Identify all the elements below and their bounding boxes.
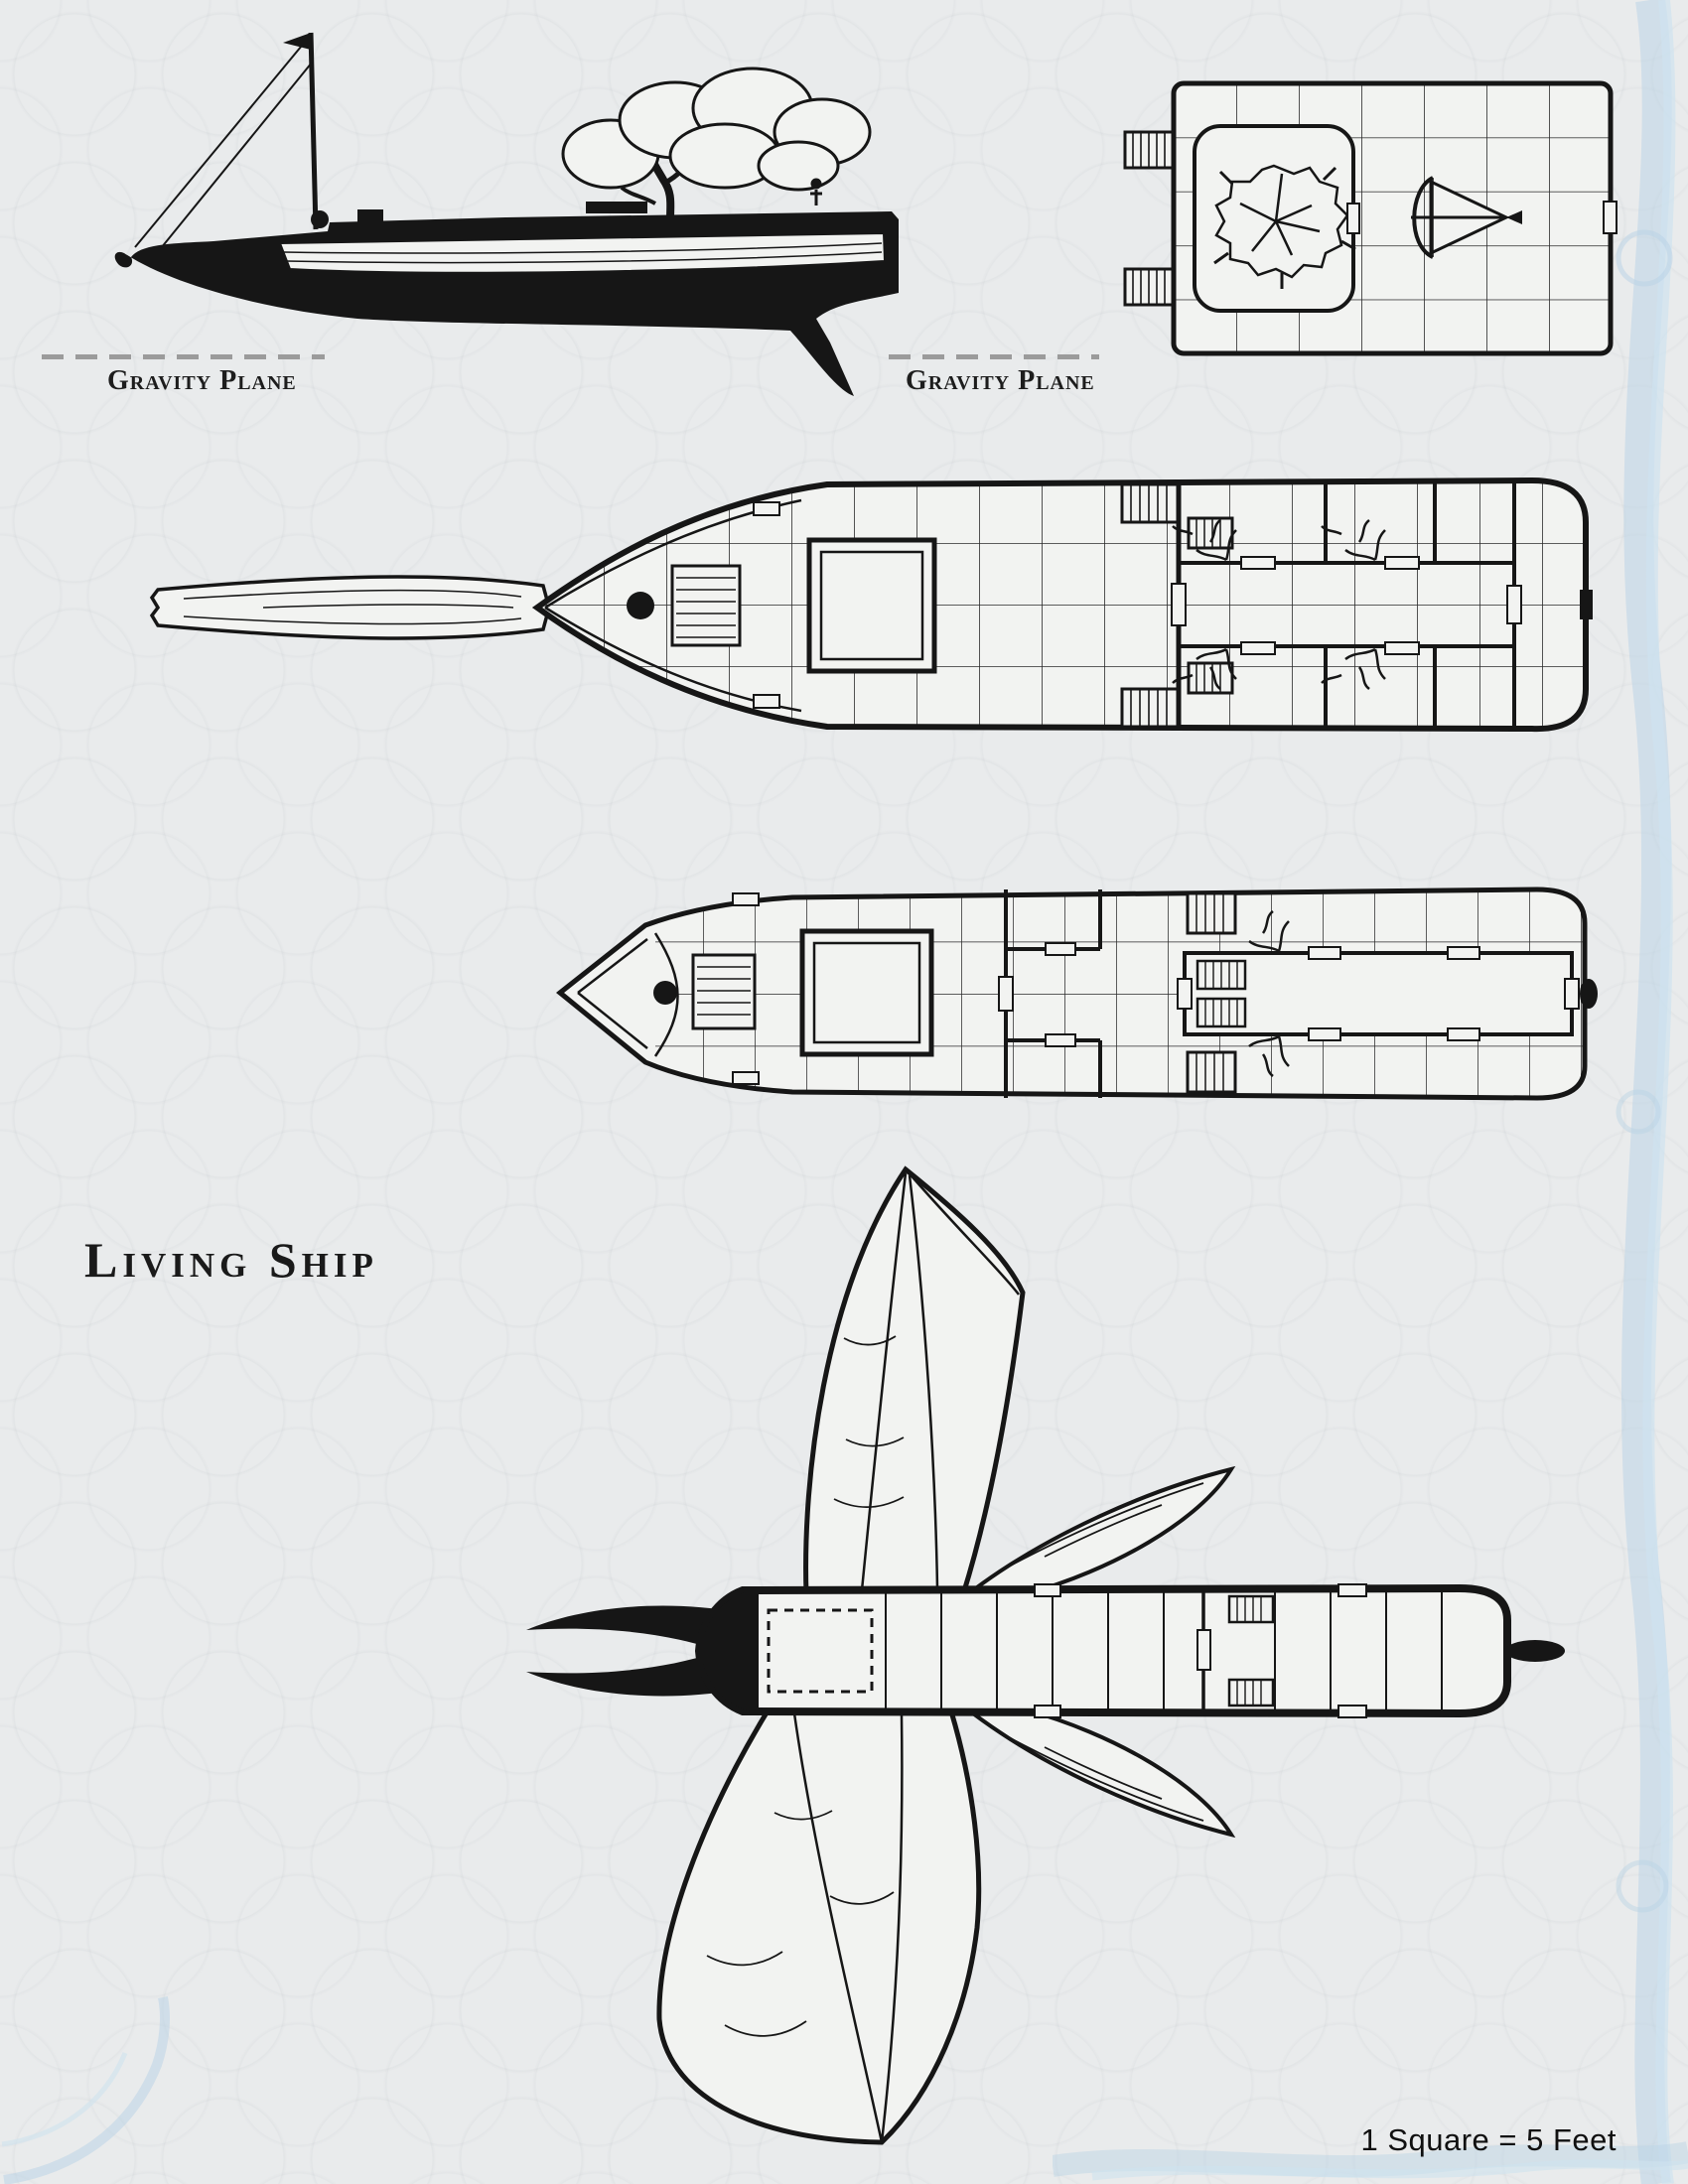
scale-note: 1 Square = 5 Feet [1360,2122,1617,2157]
crew-figure [810,178,822,205]
side-profile-figure [30,5,904,442]
page-title: Living Ship [84,1232,378,1288]
hull-doors [1034,1583,1367,1718]
bow-divider [577,932,679,1057]
upper-wing [803,1165,1026,1597]
wing-view-figure [508,1142,1576,2164]
tail [1505,1640,1565,1662]
doors [998,942,1580,1047]
grate [691,953,757,1030]
aft-deck-plan-figure [1117,74,1618,362]
ram-bowsprit [149,575,551,640]
main-deck-plan-figure [144,459,1594,751]
mast-hole [627,592,654,619]
upper-fin [967,1465,1236,1597]
lower-deck-plan-figure [544,862,1612,1120]
stairs-icons [1123,130,1177,307]
gravity-plane-label-right: Gravity Plane [906,365,1095,396]
stern-door [1603,201,1618,234]
lower-fin [967,1706,1236,1839]
rigging [134,32,329,254]
hull-outline [531,477,1589,733]
tail-socket [1580,979,1598,1009]
bow-cleat-top [732,892,760,906]
bow-cleat-bottom [732,1071,760,1085]
turtle-creature [1213,164,1356,289]
hull [526,1583,1565,1718]
doors [1171,556,1522,655]
cabin-door [1346,203,1360,234]
stern-cabin [1183,951,1574,1036]
corner-ornament [1,1996,170,2184]
gravity-plane-line-right [889,354,1099,359]
ballista [1411,176,1522,259]
bow-cleat-top [753,501,780,516]
root-vines [1172,519,1386,690]
mast-hole [653,981,677,1005]
stern-stairs [1120,482,1234,729]
root-vines [1248,910,1290,1077]
stern-walls [1176,480,1516,729]
gravity-plane-line-left [42,354,325,359]
hull-stairs [1227,1594,1275,1707]
gravity-plane-label-left: Gravity Plane [107,365,297,396]
grate [670,564,742,647]
edge-stairs [1186,891,1237,1094]
tail-socket [1580,590,1593,619]
cargo-hatch [799,928,934,1057]
cargo-hatch [806,537,937,674]
lower-wing [656,1706,982,2145]
bow-cleat-bottom [753,694,780,709]
hull-silhouette [114,178,899,396]
